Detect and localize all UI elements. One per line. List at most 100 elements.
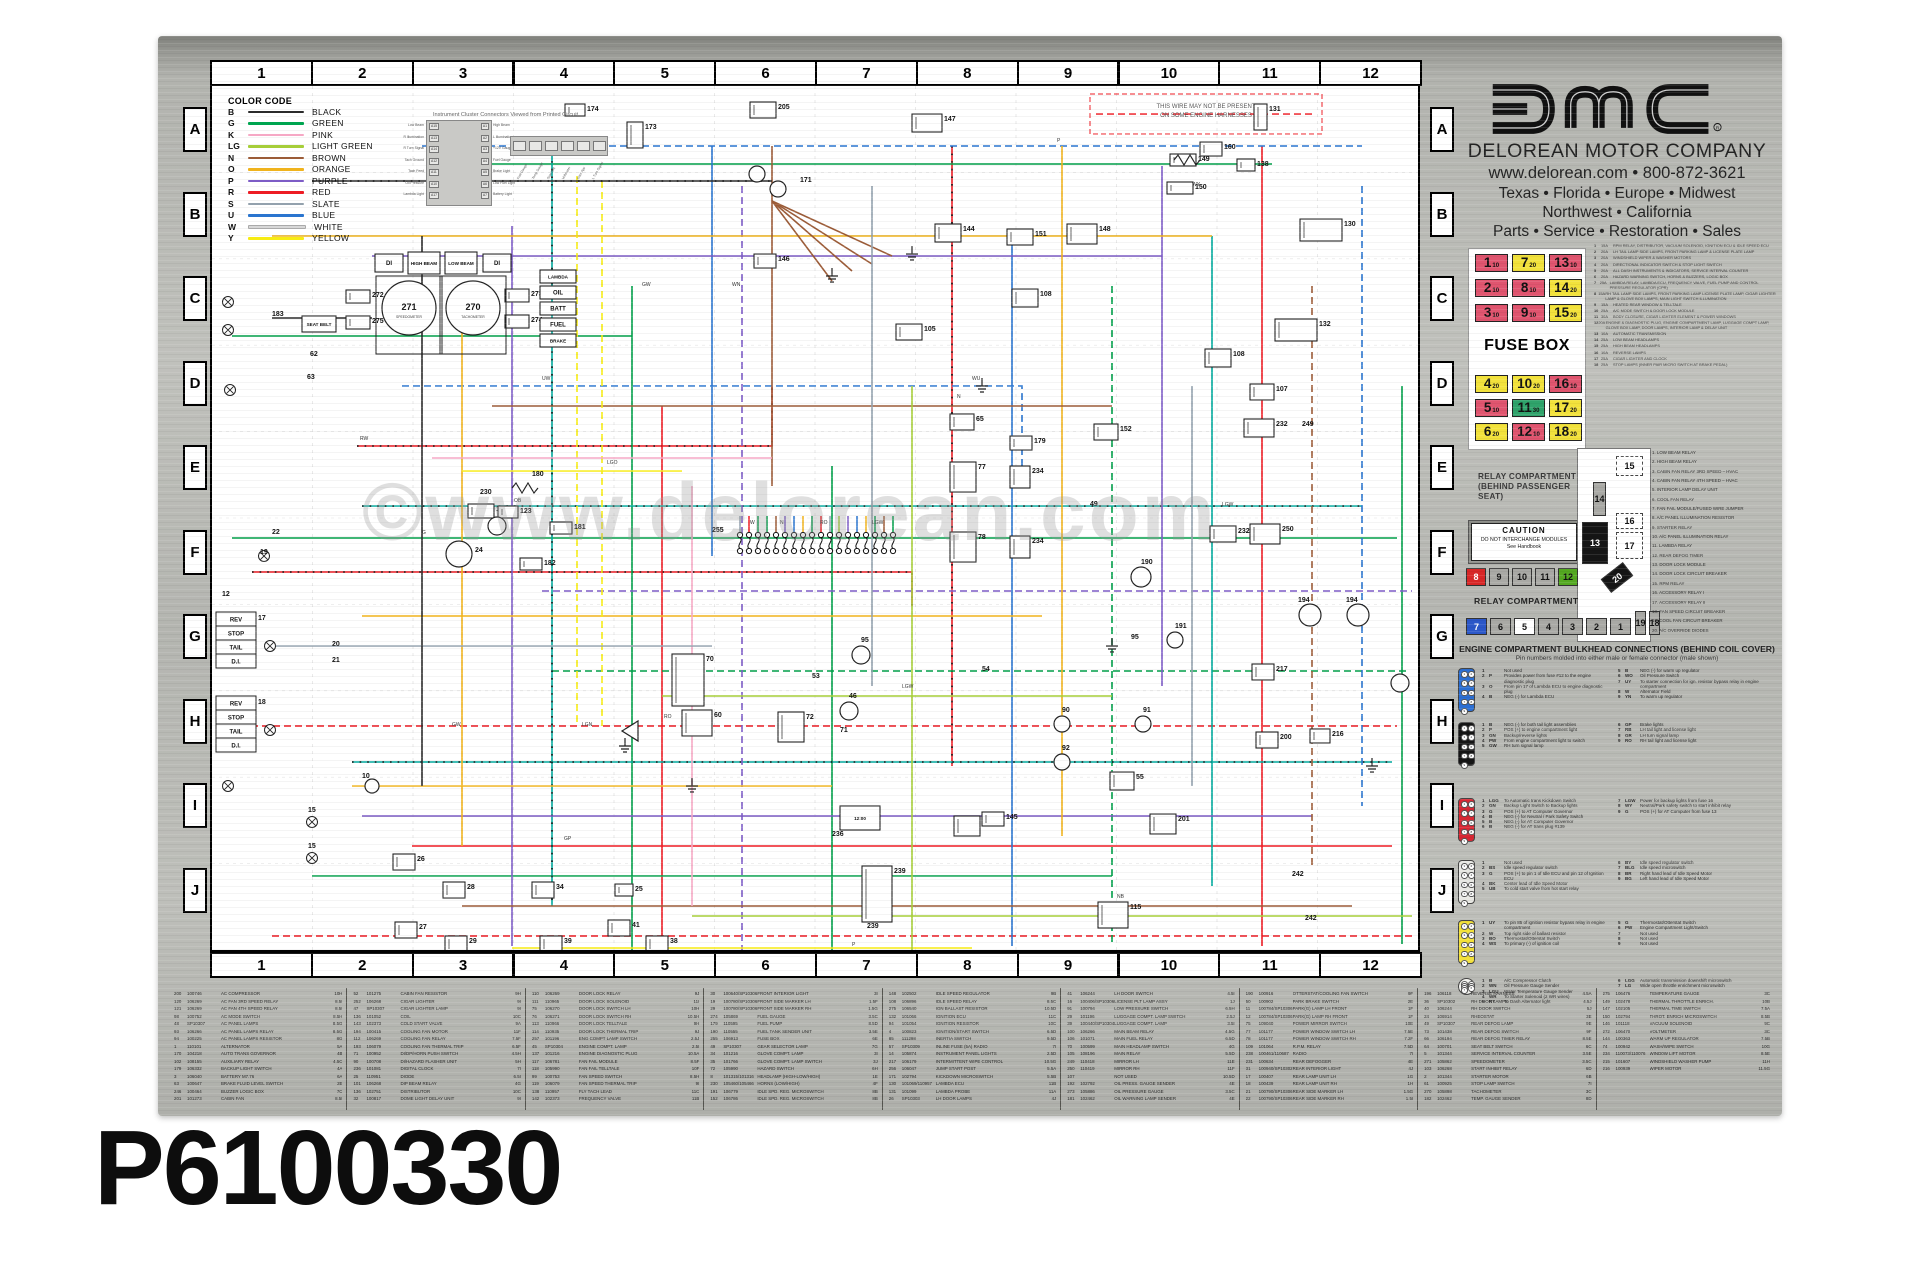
svg-text:108: 108 (1233, 351, 1245, 358)
relay-list-entry: 18. FAN SPEED CIRCUIT BREAKER (1652, 608, 1726, 614)
grid-row-header: D (1430, 360, 1454, 406)
svg-text:152: 152 (1120, 426, 1132, 433)
svg-text:G: G (422, 530, 426, 536)
relay-slot: 5 (1514, 618, 1535, 635)
svg-text:D.I.: D.I. (231, 660, 241, 666)
svg-text:230: 230 (480, 489, 492, 496)
grid-col-header: 5 (613, 60, 717, 86)
color-sample-line (248, 110, 304, 113)
caution-title: CAUTION (1502, 526, 1546, 535)
svg-text:HIGH BEAM: HIGH BEAM (411, 261, 437, 266)
cluster-top-connector (510, 136, 608, 156)
svg-text:WY: WY (1192, 182, 1201, 188)
relay-slot: 1 (1610, 618, 1631, 635)
svg-text:OB: OB (514, 498, 522, 504)
grid-col-header: 3 (411, 60, 515, 86)
svg-text:53: 53 (812, 673, 820, 680)
svg-text:46: 46 (849, 693, 857, 700)
relay-list-entry: 1. LOW BEAM RELAY (1652, 450, 1696, 455)
instrument-cluster-title: Instrument Cluster Connectors Viewed fro… (432, 112, 579, 118)
svg-text:148: 148 (1099, 226, 1111, 233)
grid-col-header: 12 (1319, 952, 1422, 978)
svg-text:RO: RO (820, 520, 828, 526)
relay-list-entry: 6. COOL FAN RELAY (1652, 496, 1695, 502)
caution-line1: DO NOT INTERCHANGE MODULES (1480, 536, 1568, 543)
svg-text:LOW BEAM: LOW BEAM (448, 261, 474, 266)
relay-list-entry: 8. A/C PANEL ILLUMINATION RESISTOR (1652, 515, 1735, 521)
svg-text:131: 131 (1269, 106, 1281, 113)
svg-text:D.I.: D.I. (231, 744, 241, 750)
relay-slot: 15 (1616, 456, 1643, 476)
svg-text:GP: GP (564, 836, 572, 842)
grid-col-header: 9 (1016, 60, 1120, 86)
relay-list-entry: 15. RPM RELAY (1652, 580, 1685, 586)
svg-text:217: 217 (1276, 666, 1288, 673)
svg-text:10: 10 (362, 773, 370, 780)
grid-row-header: C (183, 276, 207, 321)
svg-text:181: 181 (574, 524, 586, 531)
svg-text:194: 194 (1298, 597, 1310, 604)
svg-text:LGW: LGW (902, 684, 914, 690)
svg-text:182: 182 (544, 560, 556, 567)
grid-row-header: E (183, 445, 207, 490)
company-regions-2: Northwest • California (1542, 204, 1692, 221)
svg-text:65: 65 (976, 416, 984, 423)
company-contact: www.delorean.com • 800-872-3621 (1488, 164, 1746, 182)
poster-part-number: P6100330 (94, 1109, 563, 1227)
